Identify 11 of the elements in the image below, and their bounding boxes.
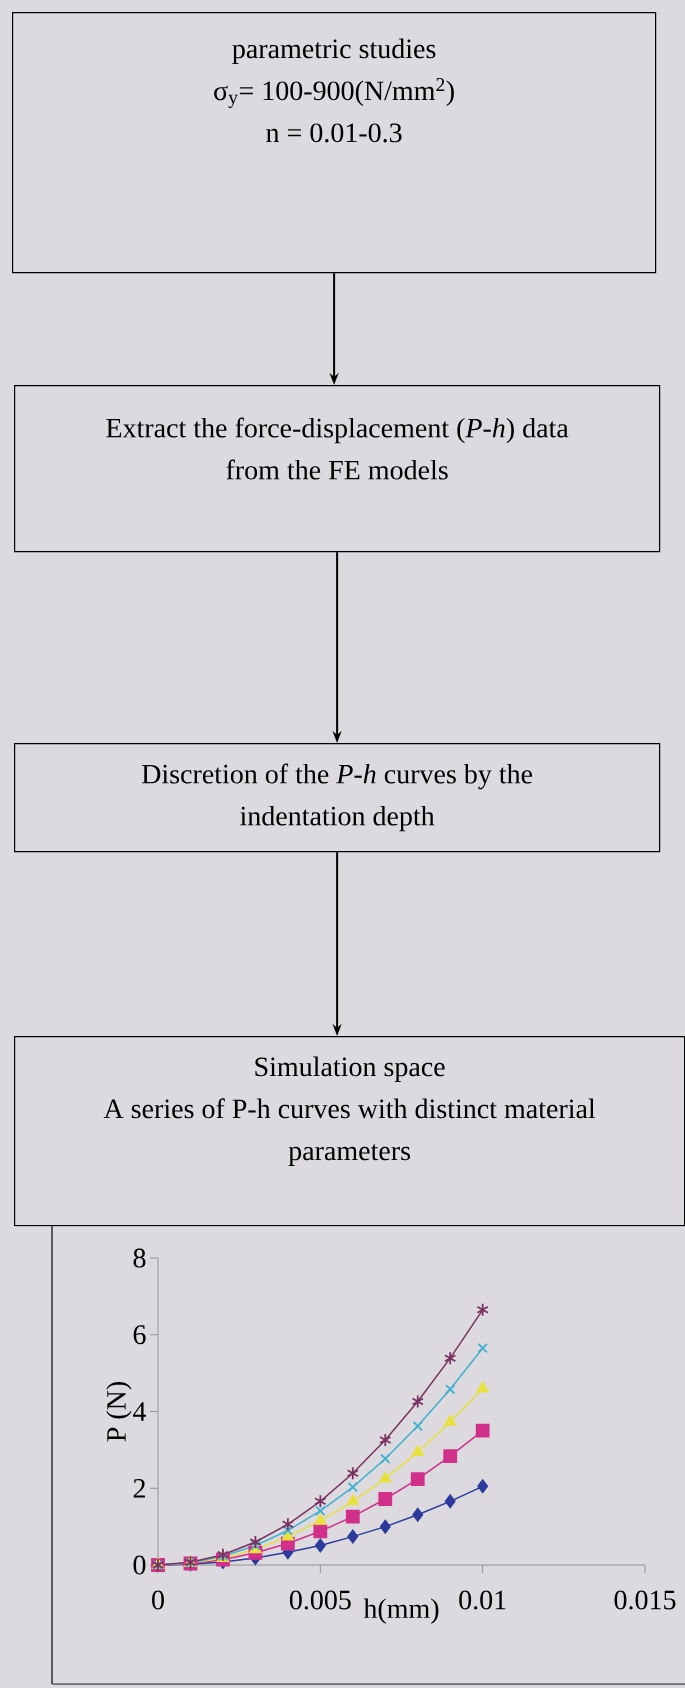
y-axis-title: P (N) — [106, 1382, 132, 1442]
x-tick-label: 0.015 — [614, 1590, 676, 1610]
x-tick-label: 0 — [152, 1590, 164, 1610]
y-tick-label: 2 — [133, 1479, 145, 1498]
x-tick-label: 0.005 — [289, 1590, 351, 1610]
x-tick-label: 0.01 — [459, 1590, 506, 1610]
y-tick-label: 6 — [133, 1325, 146, 1345]
y-tick-label: 4 — [133, 1402, 147, 1421]
y-tick-label: 8 — [133, 1248, 146, 1268]
y-tick-label: 0 — [133, 1555, 146, 1575]
x-axis-title: h(mm) — [363, 1598, 439, 1624]
